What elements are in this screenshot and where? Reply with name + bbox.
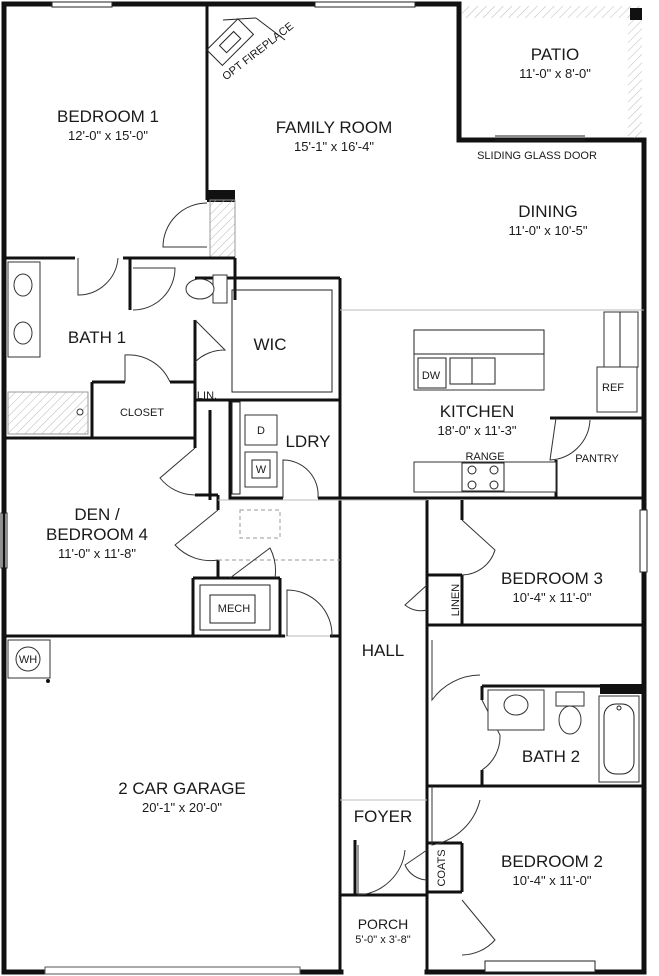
bedroom3-name: BEDROOM 3: [501, 569, 603, 588]
wh-label: WH: [19, 654, 37, 666]
garage-dims: 20'-1" x 20'-0": [142, 800, 222, 815]
lin-label: LIN.: [197, 390, 217, 402]
doors: [77, 202, 591, 956]
range-label: RANGE: [465, 451, 504, 463]
foyer-label: FOYER: [354, 807, 413, 826]
opt-fireplace-label: OPT FIREPLACE: [220, 20, 296, 83]
interior-walls: [2, 4, 644, 972]
garage-name: 2 CAR GARAGE: [118, 779, 246, 798]
hall-label: HALL: [362, 641, 405, 660]
wic-label: WIC: [253, 335, 286, 354]
coats-label: COATS: [436, 849, 448, 886]
kitchen-name: KITCHEN: [440, 402, 515, 421]
bedroom1-name: BEDROOM 1: [57, 107, 159, 126]
den-name-line1: DEN /: [74, 505, 120, 524]
washer-label: W: [256, 464, 267, 476]
family-room-name: FAMILY ROOM: [276, 118, 393, 137]
patio-name: PATIO: [531, 45, 580, 64]
bedroom2-dims: 10'-4" x 11'-0": [513, 873, 592, 888]
porch-name: PORCH: [358, 916, 409, 932]
patio-dims: 11'-0" x 8'-0": [519, 66, 591, 81]
fixtures: [7, 17, 640, 783]
porch-dims: 5'-0" x 3'-8": [355, 934, 411, 946]
sliding-glass-door-label: SLIDING GLASS DOOR: [477, 150, 597, 162]
linen-label: LINEN: [450, 584, 462, 616]
mech-label: MECH: [218, 603, 250, 615]
ldry-label: LDRY: [285, 432, 330, 451]
bedroom1-dims: 12'-0" x 15'-0": [68, 128, 148, 143]
ref-label: REF: [602, 382, 624, 394]
kitchen-dims: 18'-0" x 11'-3": [438, 423, 517, 438]
pantry-label: PANTRY: [575, 453, 619, 465]
bedroom2-name: BEDROOM 2: [501, 852, 603, 871]
den-dims: 11'-0" x 11'-8": [58, 546, 136, 561]
bath2-label: BATH 2: [522, 747, 580, 766]
family-room-dims: 15'-1" x 16'-4": [294, 139, 374, 154]
dryer-label: D: [257, 425, 265, 437]
faint-lines: [218, 309, 644, 801]
dining-name: DINING: [518, 202, 578, 221]
closet-label: CLOSET: [120, 407, 164, 419]
bedroom3-dims: 10'-4" x 11'-0": [513, 590, 592, 605]
den-name-line2: BEDROOM 4: [46, 525, 148, 544]
dw-label: DW: [422, 370, 441, 382]
dining-dims: 11'-0" x 10'-5": [509, 223, 588, 238]
bath1-label: BATH 1: [68, 328, 126, 347]
patio-area: [462, 6, 642, 141]
